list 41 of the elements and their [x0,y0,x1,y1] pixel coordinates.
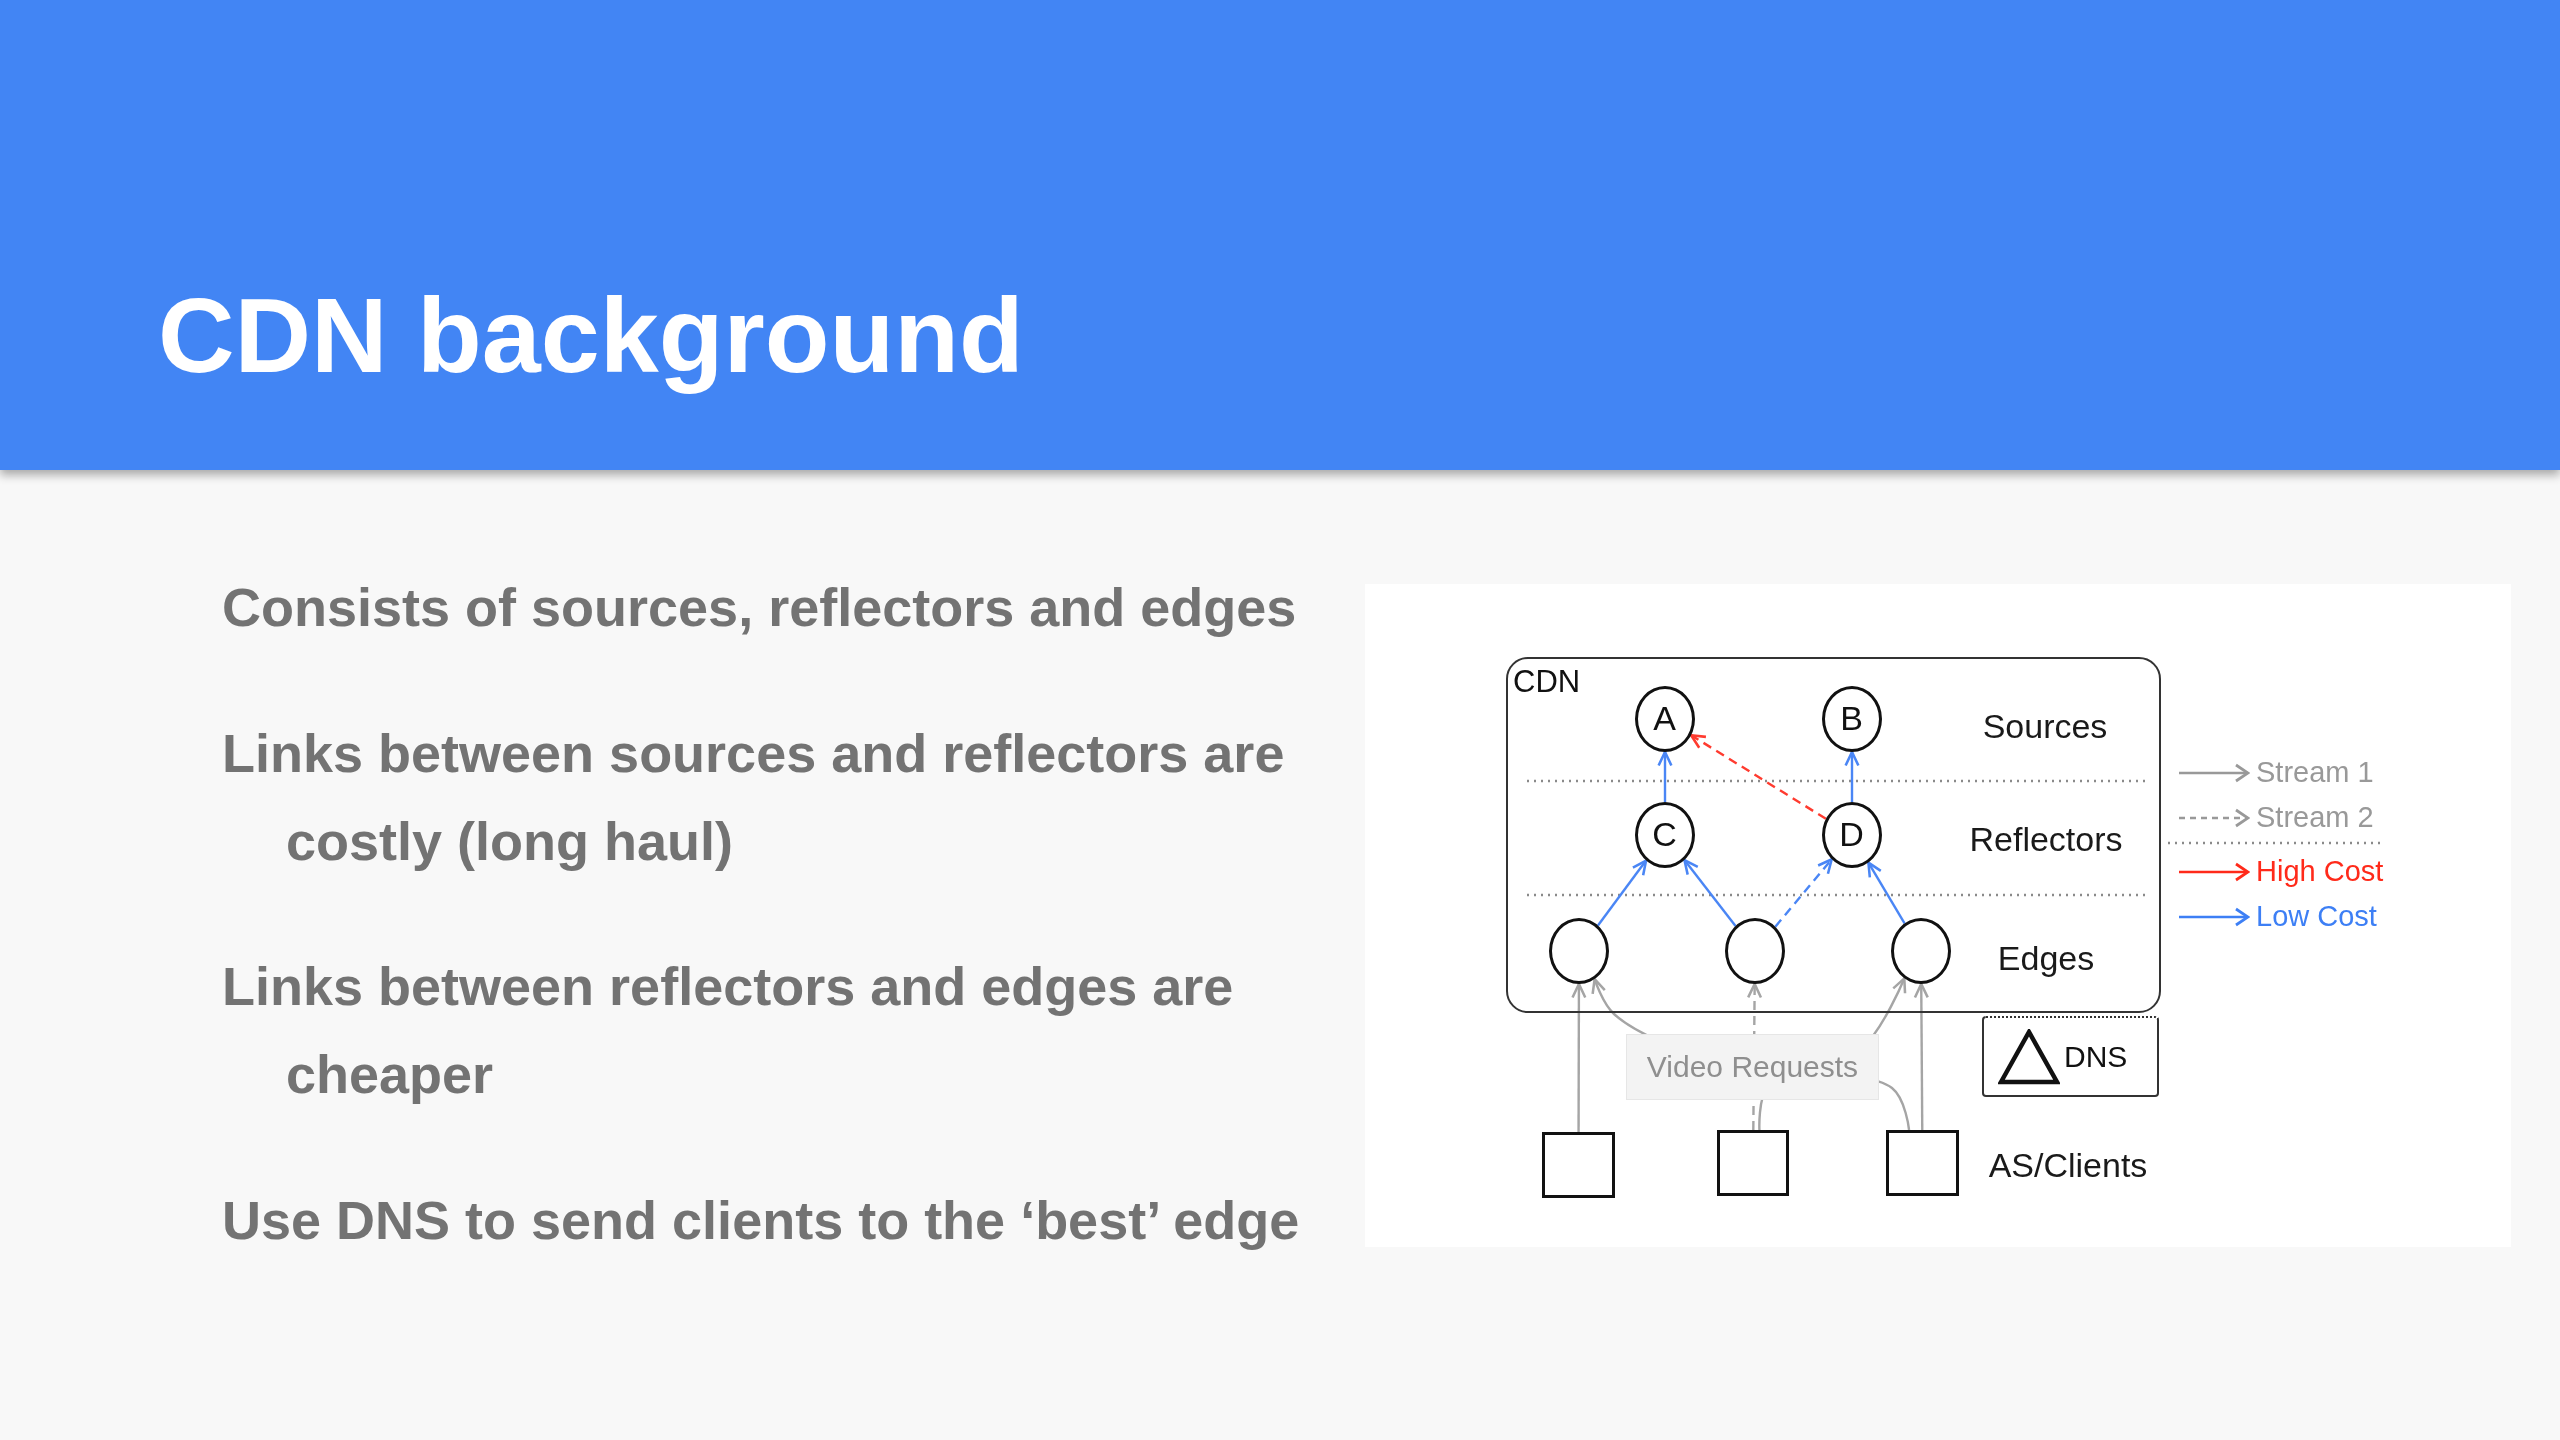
node-label: D [1839,815,1864,854]
bullet-text: Use DNS to send clients to the ‘best’ edge [222,1189,1301,1252]
node-label: B [1840,699,1863,738]
circle-node [1548,917,1609,984]
layer-label: Reflectors [1969,820,2123,860]
legend-label: Stream 2 [2256,802,2374,834]
arrow [1844,750,1860,802]
slide-title: CDN background [158,275,1024,396]
layer-label: AS/Clients [1988,1146,2148,1186]
node-label: A [1653,699,1676,738]
arrow [1597,859,1648,927]
circle-node [1821,801,1882,868]
square-node [1542,1132,1615,1198]
legend-label: High Cost [2256,856,2384,888]
legend-label: Low Cost [2256,901,2377,933]
bullet-text: Links between sources and reflectors are costly (long haul) [222,722,1286,873]
square-node [1886,1130,1959,1196]
arrow [1683,858,1737,927]
arrow [1913,982,1929,1130]
box-title: CDN [1513,665,1581,700]
circle-node [1724,917,1785,984]
dashed-arrow [1774,858,1833,928]
circle-node [1634,801,1695,868]
node-label: C [1652,815,1677,854]
bullet-text: Consists of sources, reflectors and edges [222,576,1298,639]
arrow [1571,982,1587,1132]
legend-label: Stream 1 [2256,757,2374,789]
annotation-label: Video Requests [1626,1034,1879,1100]
labeled-box [1982,1016,2159,1097]
layer-label: Sources [1982,707,2108,747]
circle-node [1634,685,1695,752]
arrow [1657,750,1673,802]
bullet-text: Links between reflectors and edges are cheaper [222,955,1235,1106]
container-box [1506,657,2161,1013]
layer-label: Edges [1997,939,2095,979]
square-node [1717,1130,1789,1196]
node-label: DNS [2064,1040,2128,1073]
circle-node [1890,917,1951,984]
arrow [1867,861,1906,924]
circle-node [1821,685,1882,752]
dashed-arrow [1689,733,1827,820]
